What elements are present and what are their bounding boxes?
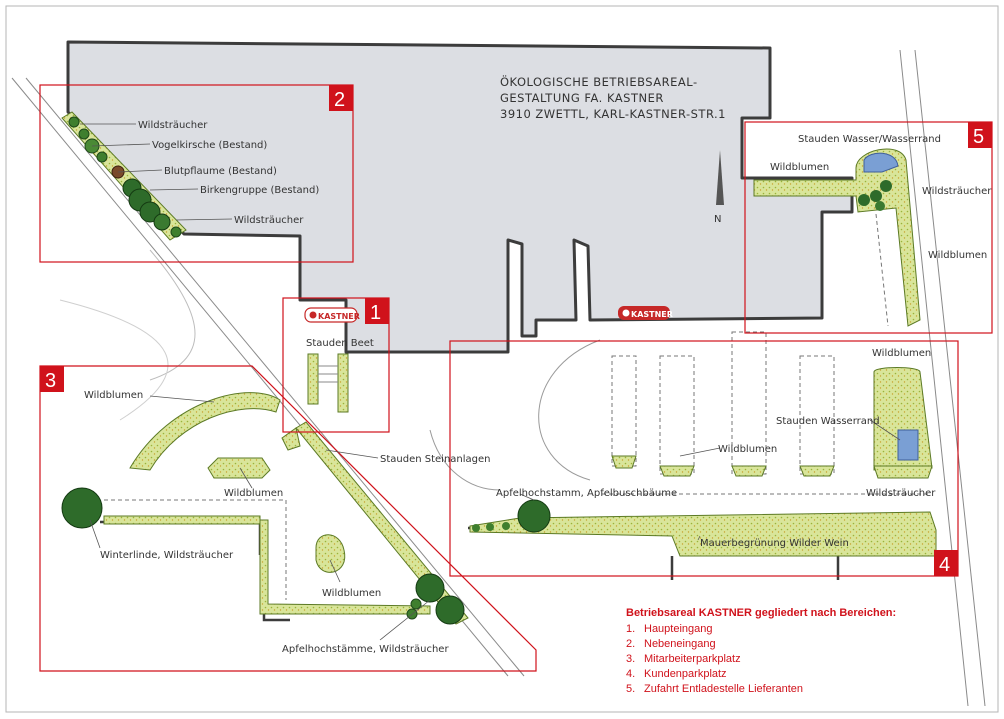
area-2-plantings [61, 111, 187, 241]
label-wildblumen-drop: Wildblumen [322, 588, 381, 599]
label-wildstraeucher-top: Wildsträucher [138, 120, 208, 131]
label-wildblumen-top: Wildblumen [770, 162, 829, 173]
area-3-frame [39, 365, 537, 672]
label-mauerbegruenung: Mauerbegrünung Wilder Wein [700, 538, 849, 549]
svg-text:5: 5 [973, 126, 984, 148]
area-frames [39, 84, 993, 672]
legend-item: 1.Haupteingang [626, 623, 713, 635]
area-1-labels: Stauden Beet [306, 338, 374, 349]
label-wildstraeucher-area5: Wildsträucher [922, 186, 992, 197]
kastner-logo-building: KASTNER [618, 306, 673, 320]
area-4-frame [449, 340, 959, 577]
area-4-badge: 4 [934, 550, 958, 576]
label-stauden-beet: Stauden Beet [306, 338, 374, 349]
label-apfelhochstaemme: Apfelhochstämme, Wildsträucher [282, 644, 449, 655]
label-stauden-steinanlagen: Stauden Steinanlagen [380, 454, 491, 465]
legend: Betriebsareal KASTNER gegliedert nach Be… [626, 606, 926, 697]
area-2-badge: 2 [329, 85, 353, 111]
plan-title-line-3: 3910 ZWETTL, KARL-KASTNER-STR.1 [500, 107, 726, 121]
label-wildstraeucher-area4: Wildsträucher [866, 488, 936, 499]
area-5-frame [744, 121, 993, 334]
legend-item: 2.Nebeneingang [626, 638, 716, 650]
logo-text: KASTNER [318, 312, 360, 321]
plan-title-line-1: ÖKOLOGISCHE BETRIEBSAREAL- [500, 73, 698, 89]
area-5-labels: Stauden Wasser/Wasserrand Wildblumen Wil… [770, 134, 992, 261]
road-verge-planting [295, 421, 469, 625]
kastner-logo-entrance: KASTNER [304, 307, 360, 323]
label-vogelkirsche: Vogelkirsche (Bestand) [152, 140, 267, 151]
page-border [5, 5, 999, 713]
legend-list: 1.Haupteingang 2.Nebeneingang 3.Mitarbei… [626, 622, 926, 697]
legend-item: 4.Kundenparkplatz [626, 668, 727, 680]
label-wildblumen-side: Wildblumen [928, 250, 987, 261]
area-1-frame [282, 297, 390, 433]
logo-text: KASTNER [631, 310, 673, 319]
area-3-badge: 3 [40, 366, 64, 392]
legend-heading: Betriebsareal KASTNER gegliedert nach Be… [626, 607, 897, 619]
area-1-plantings [307, 353, 349, 413]
plan-title-line-2: GESTALTUNG FA. KASTNER [500, 91, 664, 105]
area-3-plantings [61, 392, 465, 625]
plan-title: ÖKOLOGISCHE BETRIEBSAREAL- GESTALTUNG FA… [500, 73, 726, 121]
label-wildblumen-curve: Wildblumen [84, 390, 143, 401]
north-label: N [714, 214, 721, 225]
area-2-frame [39, 84, 354, 263]
legend-item: 3.Mitarbeiterparkplatz [626, 653, 741, 665]
label-wildblumen-beds: Wildblumen [718, 444, 777, 455]
building-footprint [66, 40, 854, 354]
area-1-badge: 1 [365, 298, 389, 324]
label-stauden-wasserrand: Stauden Wasserrand [776, 416, 880, 427]
area-5-plantings [753, 148, 921, 327]
label-winterlinde: Winterlinde, Wildsträucher [100, 550, 234, 561]
svg-text:4: 4 [939, 554, 950, 576]
area-3-labels: Wildblumen Wildblumen Winterlinde, Wilds… [84, 390, 449, 655]
svg-text:3: 3 [45, 370, 56, 392]
area-5-badge: 5 [968, 122, 992, 148]
label-wildstraeucher-bottom: Wildsträucher [234, 215, 304, 226]
label-wildblumen-island: Wildblumen [224, 488, 283, 499]
svg-text:1: 1 [370, 302, 381, 324]
area-2-labels: Wildsträucher Vogelkirsche (Bestand) Blu… [138, 120, 319, 226]
area-4-labels: Wildblumen Stauden Wasserrand Wildblumen… [496, 348, 936, 549]
svg-text:2: 2 [334, 89, 345, 111]
label-apfelhochstamm: Apfelhochstamm, Apfelbuschbäume [496, 488, 677, 499]
label-wildblumen-corner: Wildblumen [872, 348, 931, 359]
label-blutpflaume: Blutpflaume (Bestand) [164, 166, 277, 177]
leader-lines [80, 123, 901, 641]
label-birkengruppe: Birkengruppe (Bestand) [200, 185, 319, 196]
north-arrow-icon: N [714, 150, 724, 225]
area-4-plantings [469, 331, 937, 557]
legend-item: 5.Zufahrt Entladestelle Lieferanten [626, 683, 803, 695]
label-stauden-wasser: Stauden Wasser/Wasserrand [798, 134, 941, 145]
